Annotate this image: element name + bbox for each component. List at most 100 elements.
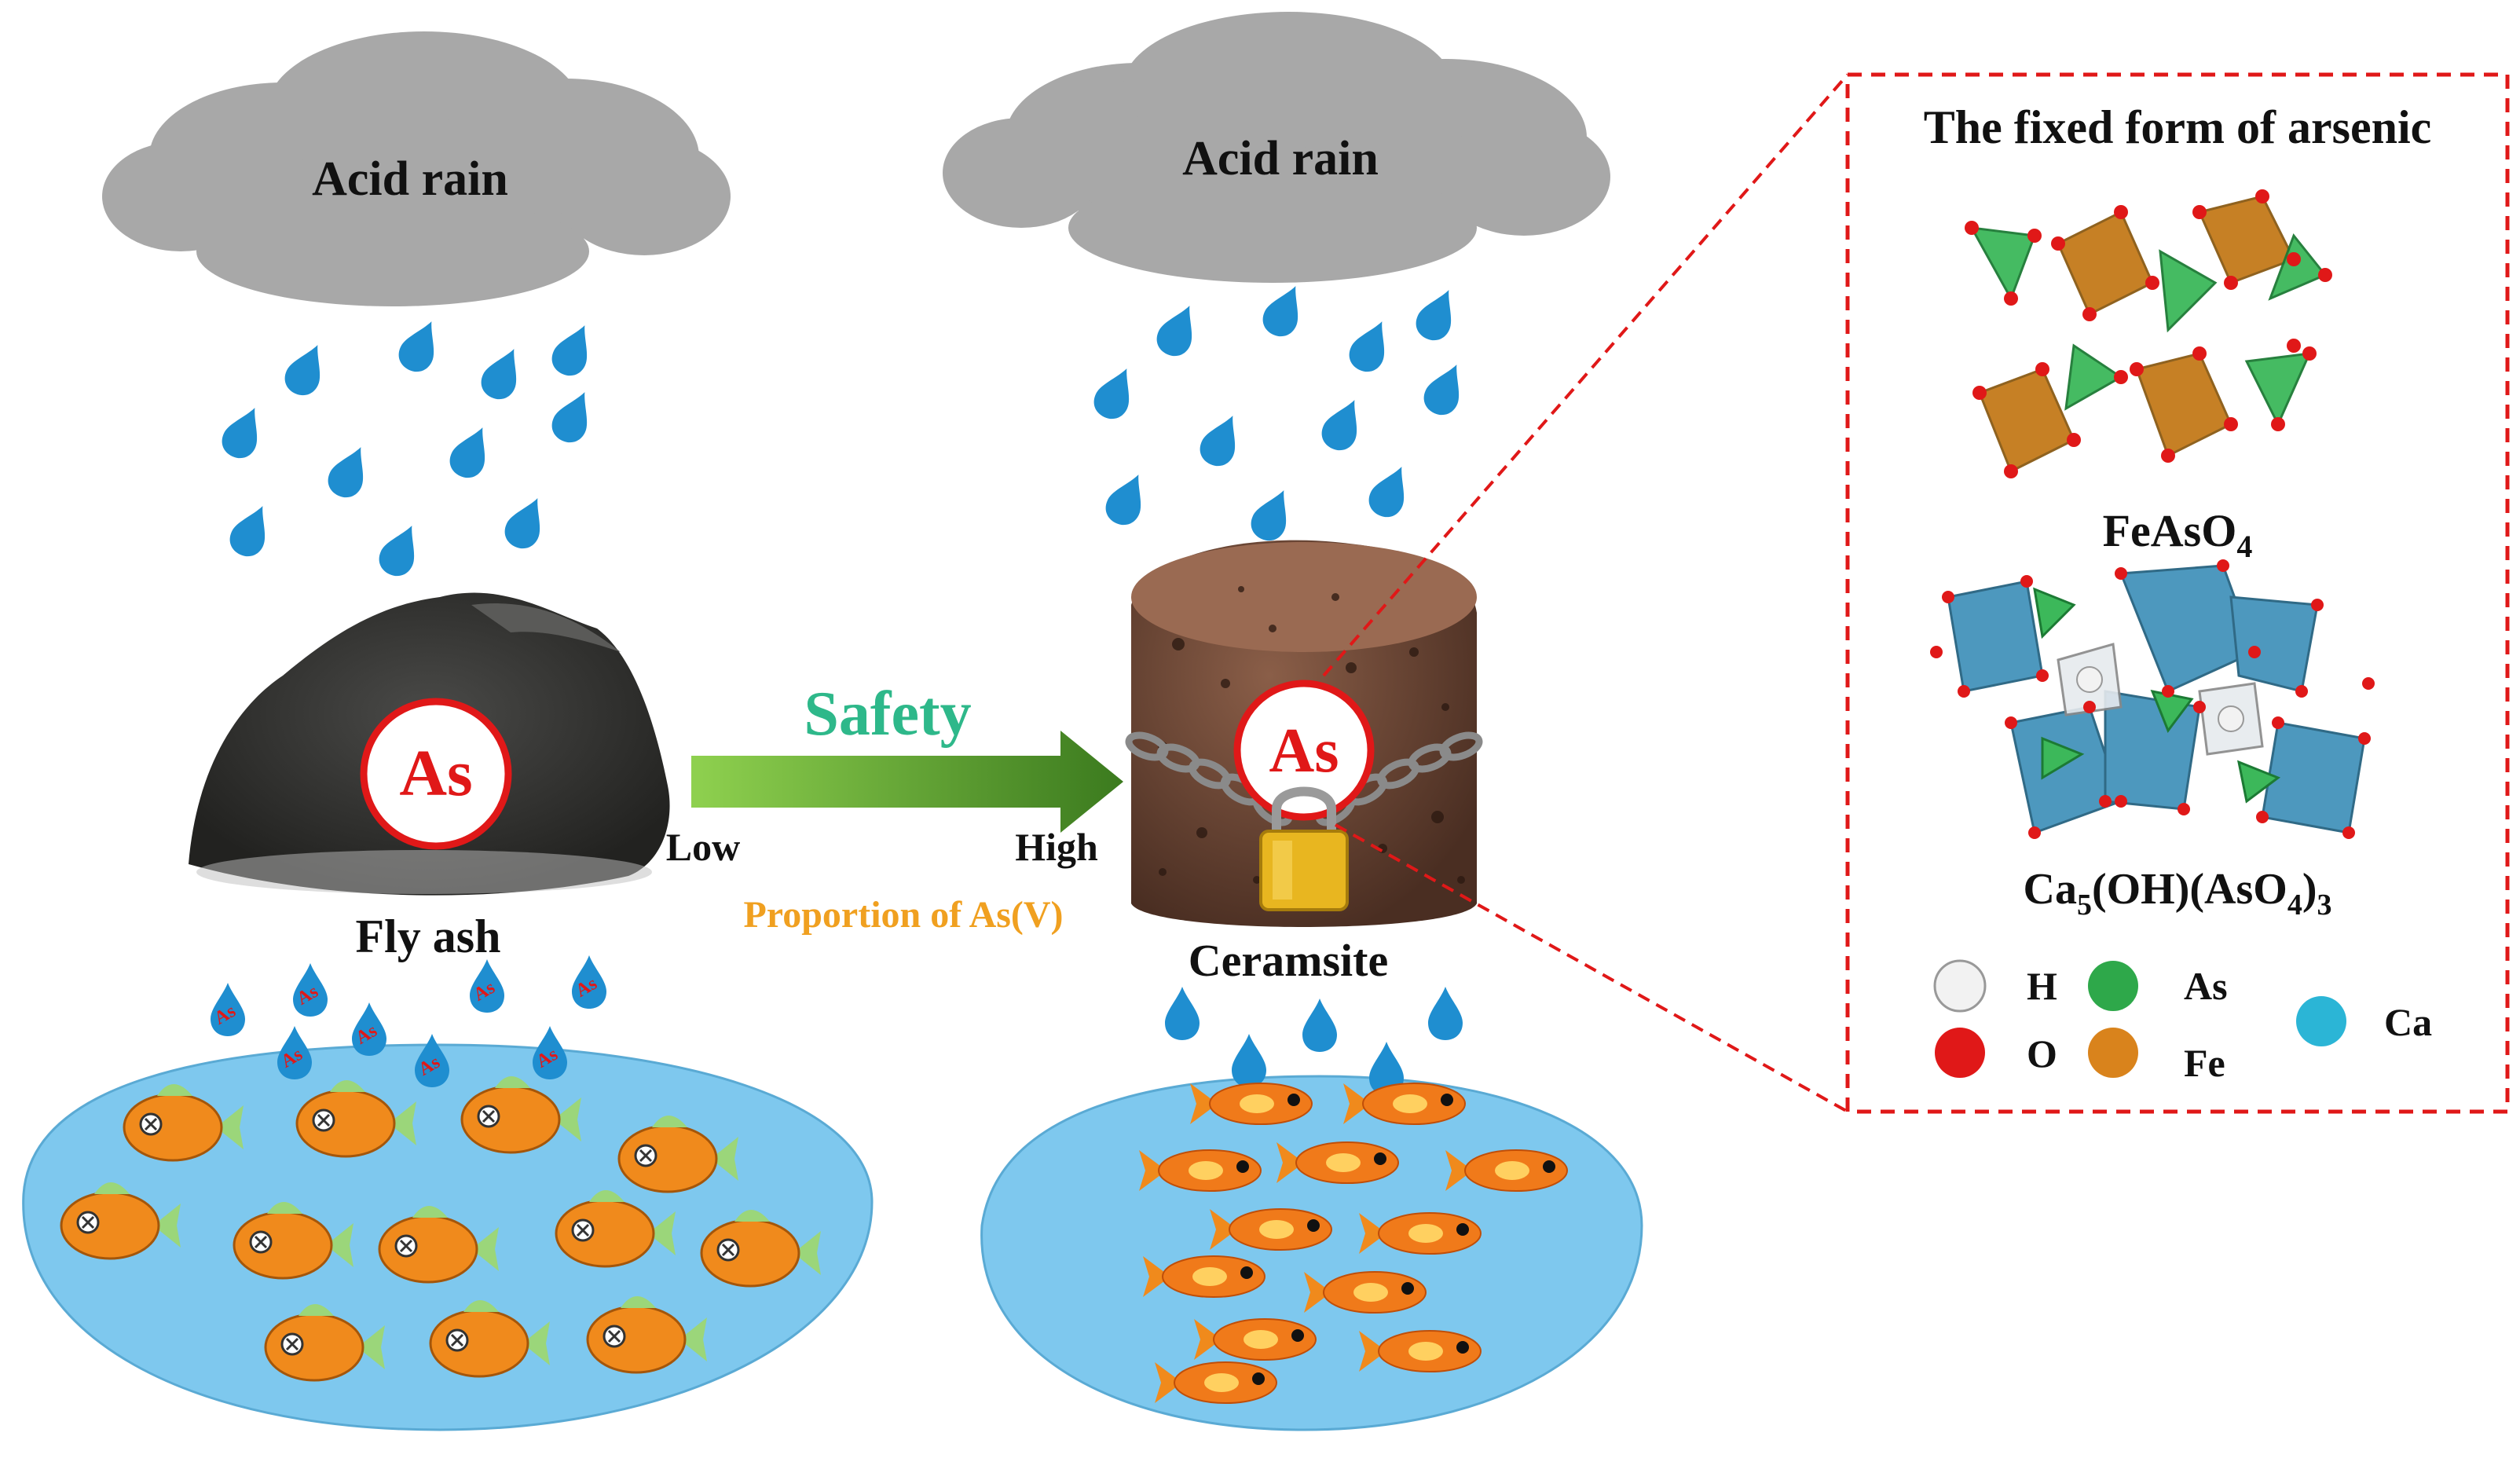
sick-fish-icon [555,1190,676,1268]
sick-fish-icon [295,1080,416,1158]
raindrop-icon [1165,987,1200,1040]
right-clean-pond [980,987,1643,1431]
healthy-fish-school [1139,1083,1568,1404]
sick-fish-icon [233,1202,353,1280]
padlock-icon [1259,786,1349,911]
legend-label-as: As [2184,964,2228,1008]
ceramsite-block: As Ceramsite [1125,540,1483,986]
healthy-fish-icon [1190,1083,1313,1125]
healthy-fish-icon [1276,1141,1399,1184]
healthy-fish-icon [1194,1318,1317,1361]
legend-item-as: As [2088,961,2228,1011]
raindrop-icon [1257,278,1312,343]
legend-item-h: H [1933,959,2057,1013]
high-label: High [1015,825,1098,869]
raindrop-icon [1232,1034,1266,1087]
raindrop-icon [546,317,601,382]
fly-ash-as-symbol: As [399,737,472,810]
sick-fish-icon [700,1210,821,1288]
raindrop-icon [1302,998,1337,1052]
healthy-fish-icon [1155,1361,1277,1404]
sick-fish-icon [60,1182,181,1260]
right-cloud-label: Acid rain [1182,132,1379,185]
fly-ash-label: Fly ash [355,911,500,962]
proportion-caption: Proportion of As(V) [743,894,1063,936]
right-raindrops [1088,278,1473,547]
sick-fish-school [60,1076,821,1382]
arsenic-fixed-form-panel: The fixed form of arsenic [1845,72,2510,1114]
healthy-fish-icon [1359,1330,1482,1372]
healthy-fish-icon [1210,1208,1332,1251]
ceramsite-label: Ceramsite [1189,935,1388,986]
raindrop-icon [279,337,334,401]
legend-item-fe: Fe [2088,1028,2225,1085]
legend-label-h: H [2027,964,2057,1008]
raindrop-icon [1418,357,1473,421]
raindrop-icon [1100,467,1155,531]
legend-label-o: O [2027,1031,2057,1075]
legend-item-ca: Ca [2296,996,2432,1046]
raindrop-icon [1410,282,1465,346]
raindrop-icon [1088,361,1143,425]
green-arrow [691,731,1123,833]
sick-fish-icon [123,1084,244,1162]
left-acid-rain-cloud: Acid rain [102,31,731,306]
raindrop-icon [393,313,448,378]
sick-fish-icon [586,1296,707,1374]
fly-ash-as-badge: As [360,698,512,850]
raindrop-icon [1316,392,1371,456]
raindrop-icon [216,400,271,464]
raindrop-icon [1245,482,1300,547]
hydrogen-atom-icon [1933,959,1987,1013]
cloud-icon [943,12,1610,283]
sick-fish-icon [460,1076,581,1154]
raindrop-icon [499,490,554,555]
raindrop-icon [1151,298,1206,362]
iron-atom-icon [2088,1028,2138,1078]
arsenic-leaching-drops: As As As As As As As As [211,955,606,1087]
right-acid-rain-cloud: Acid rain [943,12,1610,283]
raindrop-icon [1343,313,1398,378]
healthy-fish-icon [1304,1271,1427,1314]
raindrop-icon [1194,408,1249,472]
sick-fish-icon [429,1300,550,1378]
cloud-icon [102,31,731,306]
callout-lines [1322,73,1849,1113]
left-cloud-label: Acid rain [312,152,508,206]
healthy-fish-icon [1343,1083,1466,1125]
ceramsite-as-symbol: As [1269,716,1339,786]
legend-label-fe: Fe [2184,1041,2225,1085]
sick-fish-icon [617,1116,738,1193]
inset-title: The fixed form of arsenic [1924,101,2432,153]
apatite-crystal-structure [1930,559,2375,839]
atom-legend: H As O Fe Ca [1933,959,2432,1085]
sick-fish-icon [378,1206,499,1284]
low-label: Low [666,825,740,869]
ceramsite-as-badge: As [1233,680,1375,821]
healthy-fish-icon [1143,1255,1265,1298]
raindrop-icon [322,439,377,504]
safety-arrow-group: Safety Low High Proportion of As(V) [666,680,1123,936]
legend-item-o: O [1935,1028,2057,1078]
legend-label-ca: Ca [2384,1000,2432,1044]
raindrop-icon [444,420,499,484]
raindrop-icon [1363,459,1418,523]
healthy-fish-icon [1445,1149,1568,1192]
sick-fish-icon [264,1304,385,1382]
healthy-fish-icon [1359,1212,1482,1255]
left-polluted-pond: As As As As As As As As [22,955,874,1431]
raindrop-icon [546,384,601,449]
calcium-atom-icon [2296,996,2346,1046]
raindrop-icon [475,341,530,405]
oxygen-atom-icon [1935,1028,1985,1078]
raindrop-icon [373,518,428,582]
raindrop-icon [224,498,279,562]
fly-ash-pile: As Fly ash [189,592,670,962]
safety-label: Safety [804,680,971,749]
feaso4-crystal-structure [1965,189,2332,478]
compound-apatite-label: Ca5(OH)(AsO4)3 [2024,865,2332,922]
left-raindrops [216,313,601,582]
compound-feaso4-label: FeAsO4 [2103,505,2253,564]
raindrop-icon [1428,987,1463,1040]
